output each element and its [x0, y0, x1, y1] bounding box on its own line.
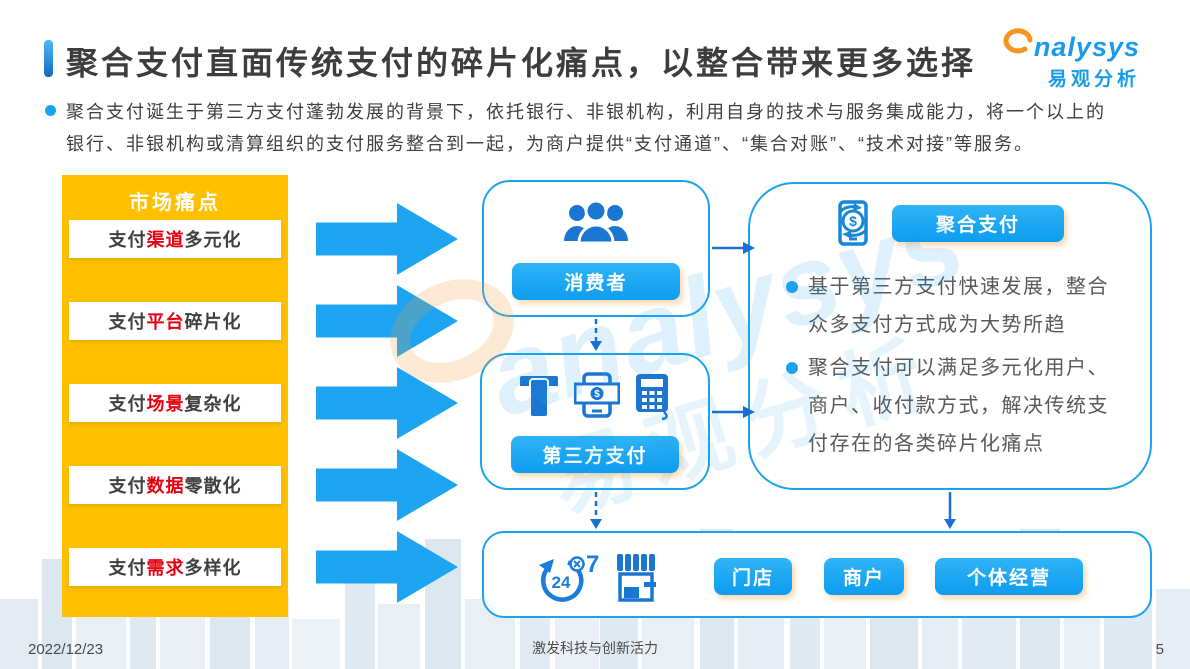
merchant-store-button: 门店 — [714, 558, 792, 595]
logo-brand-cn: 易观分析 — [1047, 69, 1140, 90]
aggregate-label-button: 聚合支付 — [892, 205, 1064, 242]
pain-item-demand: 支付需求多样化 — [69, 548, 281, 586]
page-title: 聚合支付直面传统支付的碎片化痛点，以整合带来更多选择 — [66, 45, 977, 81]
third-party-box: $ 第三方支付 — [480, 353, 710, 490]
footer-page-number: 5 — [1155, 641, 1164, 658]
pain-item-platform: 支付平台碎片化 — [69, 302, 281, 340]
24x7-service-icon: 24 7 — [534, 551, 600, 609]
aggregate-bullet: 基于第三方支付快速发展，整合 众多支付方式成为大势所趋 — [784, 268, 1128, 344]
merchant-individual-button: 个体经营 — [935, 558, 1083, 595]
pain-item-scene: 支付场景复杂化 — [69, 384, 281, 422]
pain-panel-header: 市场痛点 — [129, 192, 221, 214]
card-insert-icon — [518, 374, 560, 425]
people-icon — [563, 182, 629, 252]
footer-date: 2022/12/23 — [28, 641, 104, 658]
svg-text:$: $ — [594, 389, 600, 400]
aggregate-bullet: 聚合支付可以满足多元化用户、 商户、收付款方式，解决传统支 付存在的各类碎片化痛… — [784, 349, 1128, 463]
footer-slogan: 激发科技与创新活力 — [532, 640, 658, 656]
aggregate-payment-box: $ 聚合支付 基于第三方支付快速发展，整合 众多支付方式成为大势所趋 聚合支付可… — [748, 182, 1152, 490]
intro-bullet-dot — [45, 105, 56, 116]
logo-brand-text: nalysys — [1033, 32, 1140, 62]
third-party-label-button: 第三方支付 — [511, 436, 679, 473]
phone-money-exchange-icon: $ — [828, 199, 876, 252]
merchant-merchant-button: 商户 — [824, 558, 904, 595]
pain-item-channel: 支付渠道多元化 — [69, 220, 281, 258]
pos-terminal-icon — [634, 372, 672, 425]
market-pain-panel: 市场痛点 支付渠道多元化 支付平台碎片化 支付场景复杂化 支付数据零散化 支付需… — [62, 175, 288, 617]
title-accent-bar — [44, 40, 53, 77]
svg-text:24: 24 — [552, 573, 571, 592]
analysys-logo: nalysys 易观分析 — [1000, 26, 1140, 91]
svg-text:$: $ — [849, 213, 857, 229]
flow-arrow-icon — [316, 203, 458, 275]
intro-paragraph: 聚合支付诞生于第三方支付蓬勃发展的背景下，依托银行、非银机构，利用自身的技术与服… — [66, 102, 1106, 154]
merchant-types-box: 24 7 门店 商户 个体经营 — [482, 531, 1152, 618]
logo-swirl-icon — [1000, 26, 1034, 61]
svg-text:7: 7 — [586, 552, 599, 578]
storefront-icon — [614, 553, 662, 608]
consumer-label-button: 消费者 — [512, 263, 680, 300]
consumer-box: 消费者 — [482, 180, 710, 317]
flow-arrow-icon — [316, 367, 458, 439]
pain-item-data: 支付数据零散化 — [69, 466, 281, 504]
mobile-banknote-icon: $ — [573, 372, 621, 425]
flow-arrow-icon — [316, 285, 458, 357]
flow-arrow-icon — [316, 449, 458, 521]
